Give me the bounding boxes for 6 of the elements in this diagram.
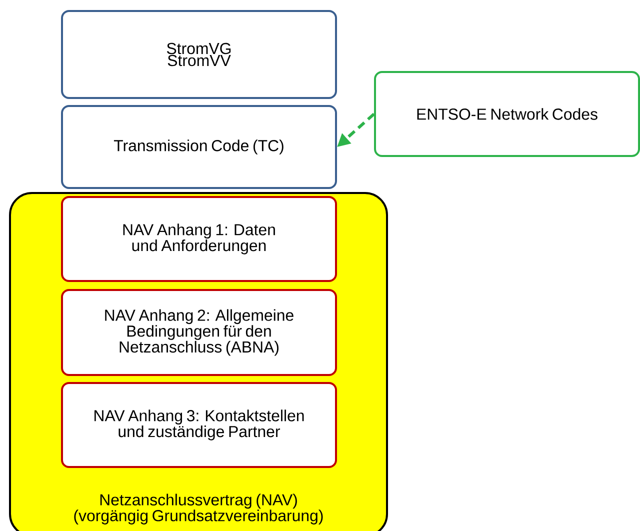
annex-box: NAV Anhang 1: Daten und Anforderungen	[61, 196, 337, 282]
annex-box: NAV Anhang 3: Kontaktstellen und zuständige Partner	[61, 382, 337, 468]
annex-box: NAV Anhang 2: Allgemeine Bedingungen für den Netzanschluss (ABNA)	[61, 288, 337, 376]
external-box: ENTSO-E Network Codes	[374, 71, 640, 157]
law-box: StromVG StromVV	[61, 10, 337, 99]
code-box: Transmission Code (TC)	[61, 104, 337, 189]
